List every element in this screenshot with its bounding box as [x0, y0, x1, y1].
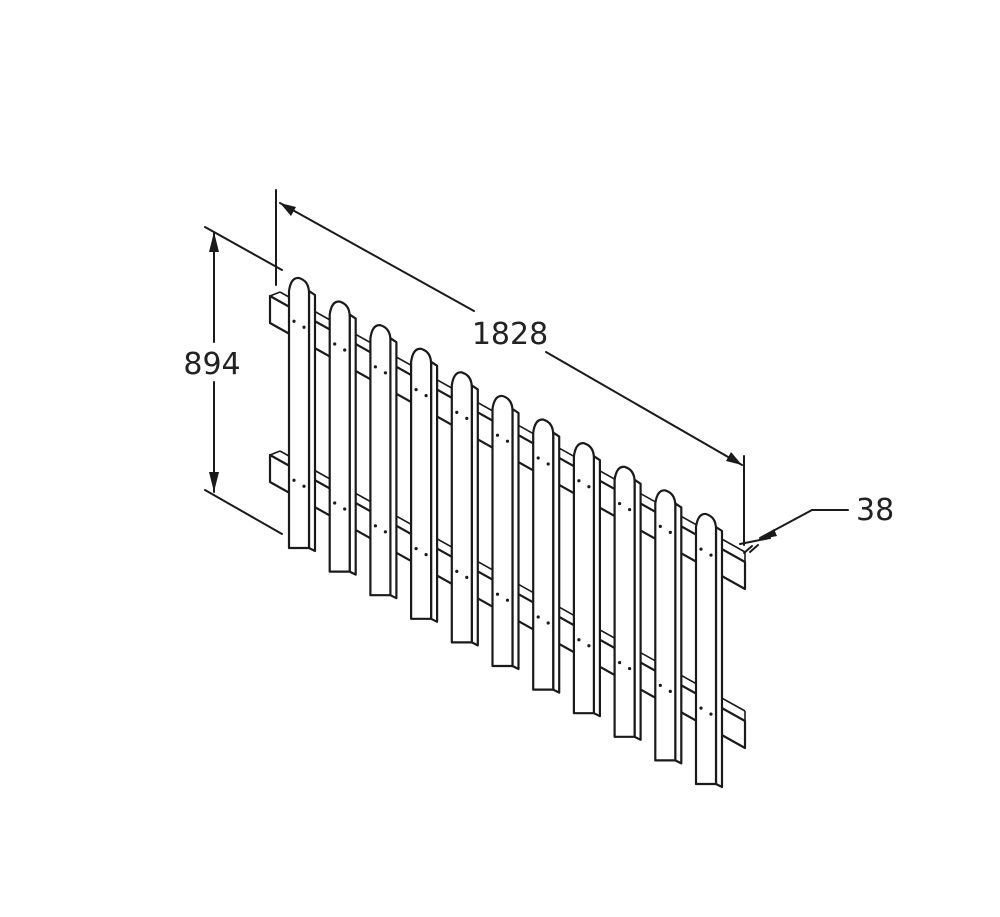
nail-icon	[709, 712, 713, 716]
nail-icon	[414, 547, 418, 551]
length-dimension-line-left	[279, 202, 475, 312]
nail-icon	[383, 371, 387, 375]
picket	[572, 442, 601, 718]
nail-icon	[302, 484, 306, 488]
thickness-extension	[739, 537, 771, 545]
picket	[613, 465, 642, 741]
nail-icon	[373, 365, 377, 369]
nail-icon	[465, 575, 469, 580]
nail-icon	[424, 394, 428, 398]
nail-icon	[495, 592, 500, 596]
nail-icon	[495, 433, 500, 437]
height-dimension: 894	[183, 226, 283, 535]
nail-icon	[699, 706, 703, 710]
nail-icon	[505, 439, 510, 443]
nail-icon	[465, 416, 469, 421]
nail-icon	[414, 388, 418, 392]
height-arrow-top-icon	[209, 232, 219, 252]
picket	[369, 324, 398, 600]
nail-icon	[577, 479, 581, 483]
nail-icon	[424, 553, 428, 557]
nail-icon	[709, 553, 713, 557]
picket	[694, 512, 724, 789]
nail-icon	[668, 530, 672, 534]
nail-icon	[343, 507, 347, 511]
picket	[654, 489, 683, 765]
height-extension-bottom	[204, 489, 283, 535]
picket	[328, 300, 357, 576]
thickness-dimension: 38	[739, 493, 894, 554]
nail-icon	[505, 598, 510, 602]
nail-icon	[343, 348, 347, 352]
nail-icon	[577, 638, 581, 642]
nail-icon	[658, 524, 662, 528]
picket	[491, 394, 520, 671]
nail-icon	[628, 507, 632, 512]
nail-icon	[699, 547, 703, 551]
thickness-tick-a	[743, 545, 753, 554]
nail-icon	[658, 683, 662, 687]
height-dimension-label: 894	[183, 347, 240, 382]
thickness-dimension-label: 38	[856, 493, 894, 528]
nail-icon	[455, 569, 459, 574]
height-extension-top	[204, 226, 283, 271]
nail-icon	[668, 689, 672, 693]
nail-icon	[536, 456, 540, 460]
length-dimension: 1828	[275, 189, 745, 546]
picket	[287, 276, 317, 553]
thickness-arrow-icon	[758, 529, 777, 540]
length-dimension-label: 1828	[472, 317, 548, 352]
nail-icon	[333, 342, 337, 346]
nail-icon	[628, 666, 632, 671]
nail-icon	[383, 530, 387, 534]
nail-icon	[292, 319, 296, 323]
nail-icon	[546, 621, 550, 625]
nail-icon	[618, 660, 622, 665]
picket	[532, 418, 561, 694]
nail-icon	[618, 501, 622, 506]
nail-icon	[455, 410, 459, 415]
pickets-group	[287, 276, 724, 789]
height-arrow-bottom-icon	[209, 472, 219, 492]
length-dimension-line-right	[545, 351, 743, 466]
length-arrow-right-icon	[726, 452, 742, 465]
nail-icon	[587, 644, 591, 648]
nail-icon	[373, 524, 377, 528]
nail-icon	[302, 325, 306, 329]
picket	[410, 347, 439, 623]
nail-icon	[333, 501, 337, 505]
nail-icon	[546, 462, 550, 466]
nail-icon	[536, 615, 540, 619]
nail-icon	[587, 485, 591, 489]
length-arrow-left-icon	[280, 203, 296, 216]
nail-icon	[292, 478, 296, 482]
picket	[450, 371, 479, 647]
thickness-tick-b	[749, 544, 759, 553]
